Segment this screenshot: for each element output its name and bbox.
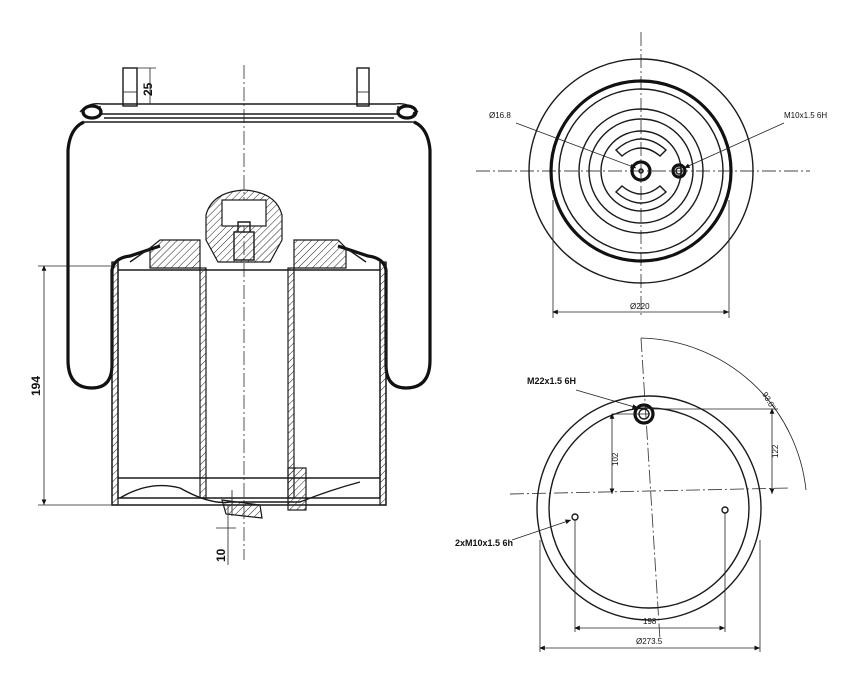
top-view: Ø16.8 M10x1.5 6H Ø220 (476, 32, 827, 318)
dim-102-label: 102 (611, 452, 620, 466)
top-bead-plate (79, 102, 419, 120)
label-thread: M10x1.5 6H (784, 111, 827, 120)
bottom-h-centerline (509, 487, 791, 495)
piston (111, 189, 387, 519)
stud-dimension: 25 (137, 67, 156, 105)
label-hole: Ø16.8 (489, 111, 511, 120)
bottom-v-centerline (640, 337, 661, 641)
dim-194-label: 194 (29, 376, 43, 396)
dim-angle-label: 93.0° (760, 391, 777, 412)
dim-10-label: 10 (214, 548, 228, 562)
dim-25-label: 25 (141, 82, 155, 96)
dim-198-label: 198 (643, 617, 657, 626)
top-studs (122, 67, 370, 107)
label-threads: 2xM10x1.5 6h (455, 538, 513, 548)
bottom-dimension: 10 (214, 505, 236, 565)
height-dimension: 194 (29, 265, 112, 506)
dim-220-label: Ø220 (630, 302, 650, 311)
side-view: 25 (29, 65, 432, 565)
dim-122-label: 122 (771, 444, 780, 458)
bottom-view: 93.0° 102 122 M22x1.5 6H 2xM10x1.5 6h 19… (455, 337, 807, 652)
dim-273-label: Ø273.5 (636, 637, 663, 646)
label-thread-main: M22x1.5 6H (527, 376, 576, 386)
